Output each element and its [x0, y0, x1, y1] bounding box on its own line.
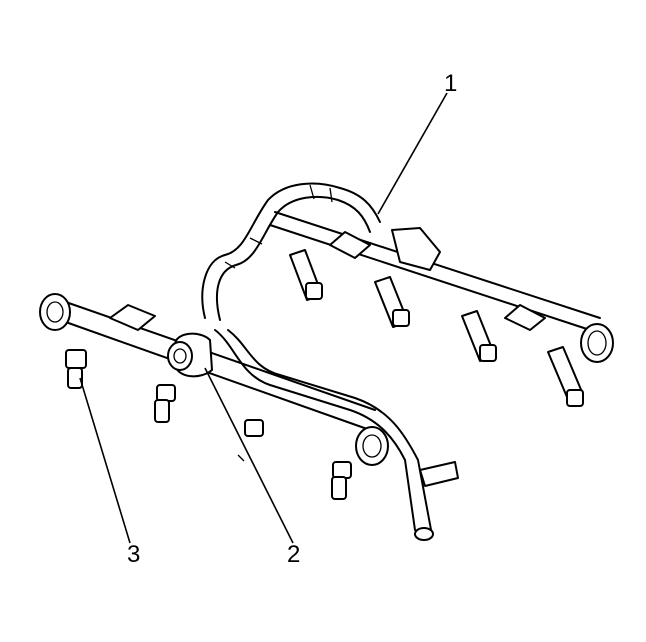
injector-front-4: [331, 461, 352, 500]
fuel-feed-pipe: [214, 329, 459, 541]
callout-label-1: 1: [444, 70, 458, 97]
injector-front-3: [237, 419, 264, 462]
leader-line-1: [377, 92, 448, 215]
injector-rear-3: [461, 310, 497, 362]
injector-front-2: [154, 384, 176, 423]
injector-rear-4: [547, 346, 584, 407]
leader-line-2: [204, 367, 294, 544]
injector-front-1: [65, 349, 87, 389]
fuel-injectors: [65, 249, 584, 500]
leader-line-3: [79, 377, 131, 544]
callout-label-3: 3: [127, 541, 141, 568]
fuel-pressure-regulator: [167, 332, 213, 378]
rear-fuel-rail: [269, 211, 614, 363]
front-fuel-rail: [39, 293, 389, 466]
callout-label-2: 2: [287, 541, 301, 568]
injector-rear-1: [289, 249, 323, 301]
injector-rear-2: [374, 276, 410, 328]
